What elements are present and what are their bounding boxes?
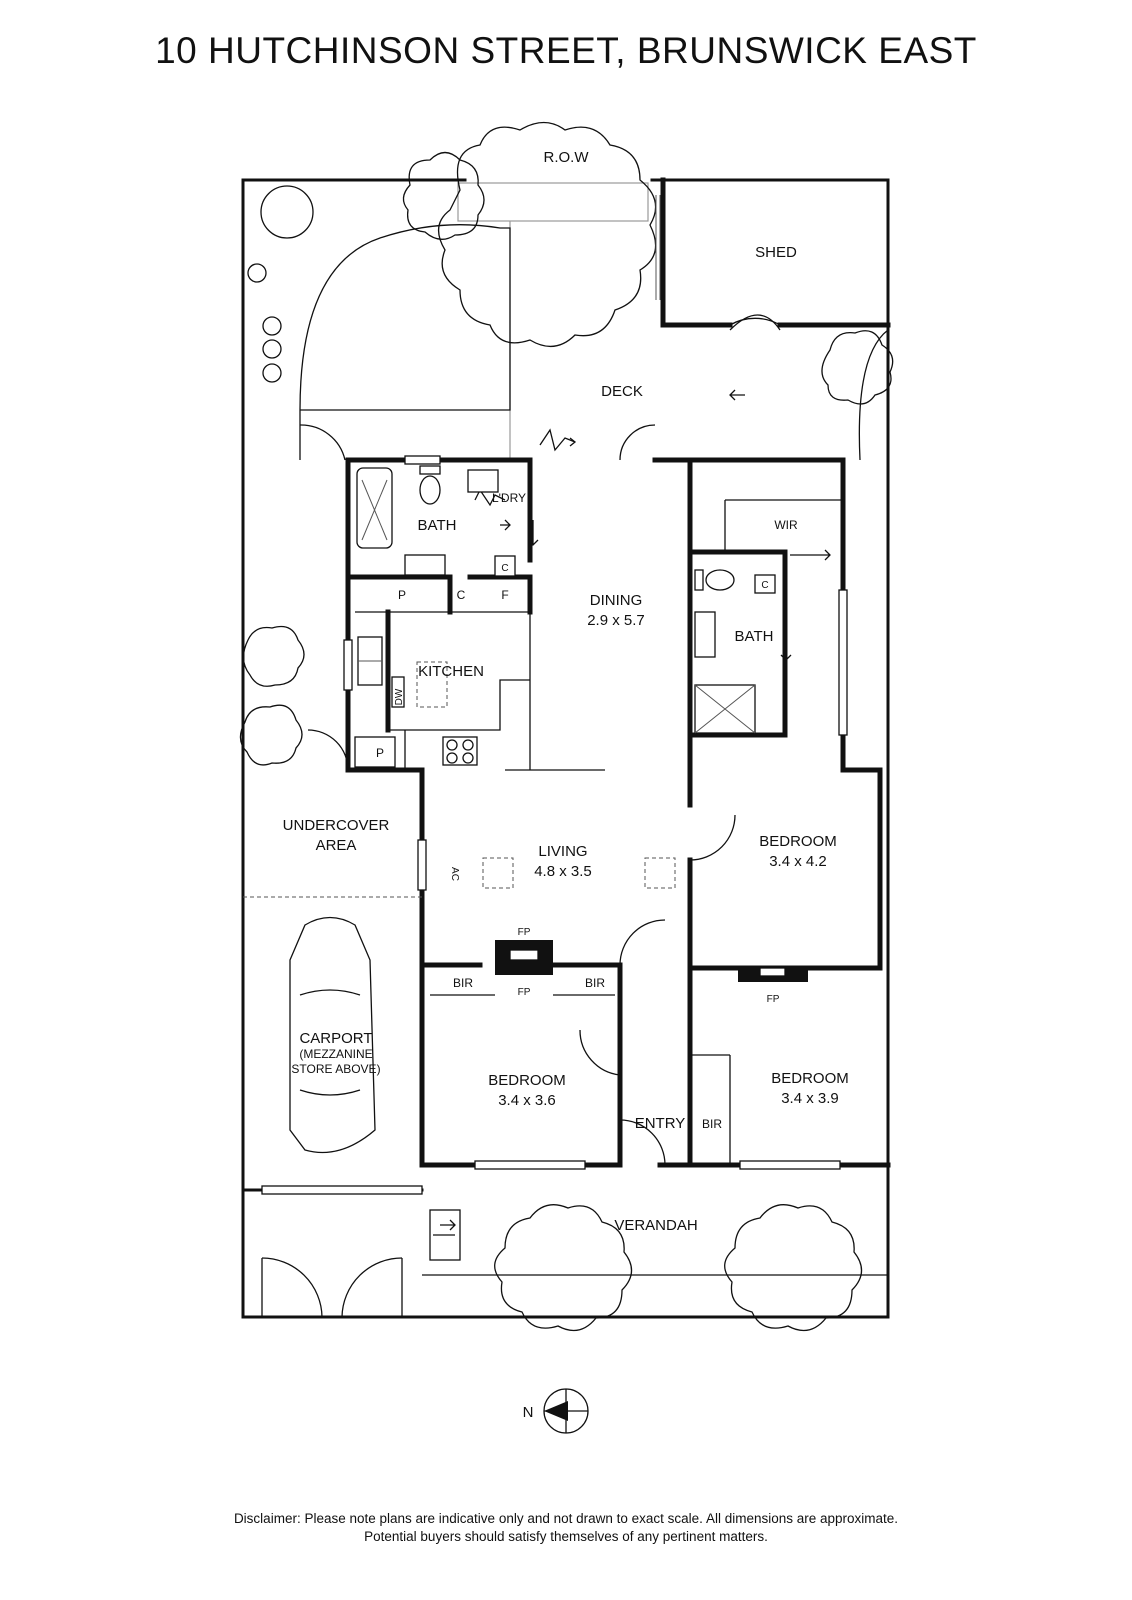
bedroom-right-size: 3.4 x 3.9 (781, 1090, 839, 1107)
cupboard-label: C (457, 588, 466, 602)
vanity-icon (694, 611, 716, 658)
deck-label: DECK (601, 383, 643, 400)
living-size: 4.8 x 3.5 (534, 863, 592, 880)
fireplace-label: FP (518, 987, 531, 998)
bedroom-main-size: 3.4 x 4.2 (769, 853, 827, 870)
laundry-label: L'DRY (492, 491, 526, 505)
bir-label: BIR (585, 976, 605, 990)
dining-label: DINING (590, 592, 643, 609)
floor-plan: R.O.W SHED DECK BATH L'DRY KITCHEN DININ… (239, 121, 894, 1434)
verandah-label: VERANDAH (614, 1217, 697, 1234)
site-boundary (241, 178, 890, 1319)
windows (343, 455, 848, 1170)
room-labels: R.O.W SHED DECK BATH L'DRY KITCHEN DININ… (283, 149, 849, 1234)
bir-label: BIR (453, 976, 473, 990)
bedroom-main-label: BEDROOM (759, 833, 837, 850)
pantry-label: P (376, 746, 384, 760)
undercover-label-1: UNDERCOVER (283, 817, 390, 834)
shed (655, 177, 891, 461)
tree-icon (239, 704, 303, 766)
internal-walls (345, 457, 605, 771)
compass-icon: N (523, 1388, 589, 1434)
shed-label: SHED (755, 244, 797, 261)
car-icon (289, 916, 376, 1154)
aircon-label: AC (449, 867, 460, 881)
bath1-fixtures (356, 465, 516, 577)
living-label: LIVING (538, 843, 587, 860)
bath1-label: BATH (418, 517, 457, 534)
shrub-icon (247, 263, 267, 283)
laundry-tub-icon (467, 469, 499, 493)
carport-note-1: (MEZZANINE (299, 1047, 372, 1061)
bedroom-left-size: 3.4 x 3.6 (498, 1092, 556, 1109)
tree-icon (494, 1204, 633, 1332)
tree-icon (242, 625, 305, 687)
cupboard-label: C (501, 563, 508, 574)
verandah-area (422, 1209, 888, 1276)
disclaimer-line-2: Potential buyers should satisfy themselv… (364, 1529, 768, 1544)
bedroom-right-label: BEDROOM (771, 1070, 849, 1087)
tree-icon (821, 330, 894, 405)
kitchen-fixtures (354, 636, 478, 768)
vanity-icon (404, 554, 446, 576)
fireplace-label: FP (518, 927, 531, 938)
entry-label: ENTRY (635, 1115, 686, 1132)
kitchen-label: KITCHEN (418, 663, 484, 680)
undercover-label-2: AREA (316, 837, 357, 854)
fixture-labels: P C F C P DW C AC FP FP FP BIR BIR BIR (376, 563, 780, 1131)
tree-icon (260, 185, 314, 239)
shrub-icon (262, 316, 282, 336)
page-title: 10 HUTCHINSON STREET, BRUNSWICK EAST (155, 30, 977, 71)
fridge-label: F (501, 588, 508, 602)
shrub-icon (262, 363, 282, 383)
toilet-icon (419, 475, 441, 505)
toilet-icon (705, 569, 735, 591)
row-label: R.O.W (544, 149, 590, 166)
tree-icon (438, 121, 657, 347)
dishwasher-label: DW (394, 688, 405, 705)
fireplaces (430, 940, 808, 1165)
bath2-label: BATH (735, 628, 774, 645)
north-label: N (523, 1404, 534, 1421)
door-swings (299, 314, 781, 1166)
disclaimer-line-1: Disclaimer: Please note plans are indica… (233, 1511, 899, 1526)
tree-icon (724, 1204, 863, 1332)
cupboard-label: C (761, 580, 768, 591)
carport-label: CARPORT (299, 1030, 372, 1047)
fireplace-label: FP (767, 994, 780, 1005)
bedroom-left-label: BEDROOM (488, 1072, 566, 1089)
carport-area (241, 896, 424, 1318)
carport-note-2: STORE ABOVE) (291, 1062, 380, 1076)
disclaimer: Disclaimer: Please note plans are indica… (0, 1510, 1132, 1546)
tree-icon (402, 151, 485, 240)
pantry-label: P (398, 588, 406, 602)
garden-bed (299, 224, 511, 460)
dining-size: 2.9 x 5.7 (587, 612, 645, 629)
row-gateway (457, 182, 649, 460)
arrow-icons (440, 389, 831, 1231)
skylights (482, 857, 676, 889)
shrub-icon (262, 339, 282, 359)
tree-icons (239, 121, 894, 1332)
ensuite-fixtures (694, 569, 776, 734)
bir-label: BIR (702, 1117, 722, 1131)
wir-label: WIR (774, 518, 798, 532)
